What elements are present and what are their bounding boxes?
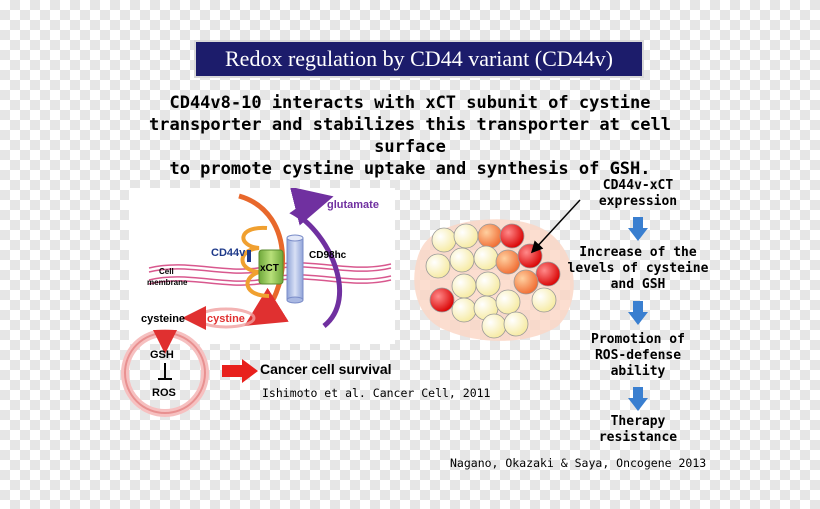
flow-step-1: CD44v-xCT expression [558, 178, 718, 210]
cystine-label: cystine [207, 313, 245, 325]
glutamate-label: glutamate [327, 199, 379, 211]
flow-step-2-line-1: Increase of the [579, 245, 697, 260]
mechanism-diagram: glutamate CD44v xCT CD98hc Cell membrane… [141, 186, 392, 330]
xct-transporter [258, 249, 284, 285]
flow-step-4: Therapy resistance [558, 414, 718, 446]
cell-label: Cell [159, 267, 174, 276]
cysteine-label: cysteine [141, 313, 185, 325]
subtitle: CD44v8-10 interacts with xCT subunit of … [120, 92, 700, 180]
flow-step-1-line-2: expression [598, 194, 678, 209]
flow-step-3: Promotion of ROS-defense ability [558, 332, 718, 380]
subtitle-line-1: CD44v8-10 interacts with xCT subunit of … [169, 93, 651, 113]
subtitle-line-2: transporter and stabilizes this transpor… [149, 115, 671, 157]
cd44v-shape [240, 225, 270, 298]
flow-step-2-line-3: and GSH [610, 277, 666, 292]
flow-arrow-3 [628, 387, 648, 411]
cd98hc-label: CD98hc [309, 250, 347, 261]
slide-title: Redox regulation by CD44 variant (CD44v) [194, 40, 644, 78]
flow-step-4-line-2: resistance [598, 430, 678, 445]
flow-step-1-line-1: CD44v-xCT [602, 178, 674, 193]
membrane-label: membrane [147, 278, 188, 287]
flow-arrow-1 [628, 217, 648, 241]
flow-step-2-line-2: levels of cysteine [567, 261, 709, 276]
cd98hc-cylinder [286, 234, 304, 304]
tumor-cell-cluster [414, 199, 581, 341]
survival-arrow [222, 359, 258, 383]
flow-step-4-line-1: Therapy [610, 414, 666, 429]
ros-label: ROS [152, 387, 176, 399]
glutamate-arrow [289, 186, 343, 328]
flow-step-3-line-2: ROS-defense [594, 348, 682, 363]
cancer-cell-survival: Cancer cell survival [260, 361, 392, 377]
cd44v-bar [247, 250, 251, 262]
citation-nagano: Nagano, Okazaki & Saya, Oncogene 2013 [450, 456, 707, 470]
gsh-label: GSH [150, 349, 174, 361]
flow-arrow-2 [628, 301, 648, 325]
cd44v-label: CD44v [211, 247, 246, 259]
flow-step-3-line-3: ability [610, 364, 666, 379]
gsh-ros-circle: GSH ROS [121, 329, 209, 417]
subtitle-line-3: to promote cystine uptake and synthesis … [169, 159, 651, 179]
xct-label: xCT [260, 263, 279, 274]
flow-step-3-line-1: Promotion of [591, 332, 685, 347]
mechanism-panel: glutamate CD44v xCT CD98hc Cell membrane… [129, 186, 395, 344]
flow-step-2: Increase of the levels of cysteine and G… [558, 245, 718, 293]
citation-ishimoto: Ishimoto et al. Cancer Cell, 2011 [262, 386, 491, 400]
